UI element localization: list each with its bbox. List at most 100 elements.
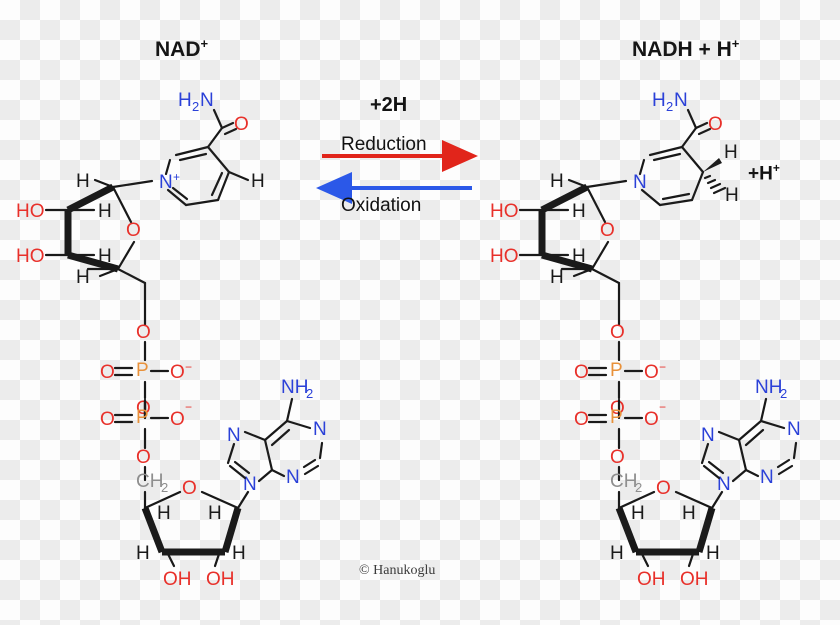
phosphate2-anion-oxygen: O [644,409,659,430]
left-nicotinamide-ribose: O H HO H HO H [16,171,154,327]
adenine-n7-label: N [227,425,241,446]
c4-hydrogen-down-label: H [725,185,739,206]
adenine-amine-label: NH [755,377,782,398]
phosphate2-anion-oxygen: O [170,409,185,430]
ribose-h4-label: H [550,267,564,288]
adenine-n1-label: N [787,419,801,440]
adenosine-h3-label: H [136,543,150,564]
adenine-n3-label: N [760,467,774,488]
phosphate2-ester-oxygen: O [610,447,625,468]
adenosine-h4-label: H [157,503,171,524]
methylene-label: CH [136,471,163,492]
pyridinium-nitrogen-label: N [159,172,173,193]
phosphate1-double-oxygen: O [100,362,115,383]
bridging-oxygen: O [610,398,625,419]
methylene-label: CH [610,471,637,492]
ribose-ho2-label: HO [490,201,519,222]
left-adenine: N N N N NH [226,377,327,495]
right-adenosine-ribose: CH 2 O H H H H OH OH [610,471,724,590]
right-nicotinamide-ribose: O H HO H HO H H [490,171,628,327]
nad-plus-title: NAD+ [155,36,208,62]
methylene-sub: 2 [161,480,168,495]
hydrogen-added-label: +2H [370,94,408,116]
adenosine-oh3-label: OH [637,569,666,590]
adenine-amine-sub: 2 [306,386,313,401]
phosphate1-anion-charge: − [185,360,192,374]
right-dihydropyridine-ring: N H H [633,142,739,207]
ribose-h3-label: H [98,246,112,267]
adenosine-h1-label: H [682,503,696,524]
adenosine-ring-oxygen: O [656,478,671,499]
amide-nitrogen-sub: 2 [666,99,673,114]
nad-title-text: NAD [155,38,201,61]
amide-nitrogen-symbol: N [674,90,688,111]
adenosine-h3-label: H [610,543,624,564]
bridging-oxygen: O [136,398,151,419]
methylene-sub: 2 [635,480,642,495]
right-adenine: N N N N NH 2 [700,377,801,495]
phosphate2-anion-charge: − [659,400,666,414]
adenosine-oh3-label: OH [163,569,192,590]
phosphate2-anion-charge: − [185,400,192,414]
ribose-ring-oxygen-label: O [126,220,141,241]
phosphate1-anion-charge: − [659,360,666,374]
phosphorus-2-label: P [610,407,623,428]
ribose-h2-label: H [98,201,112,222]
nad-title-charge: + [200,36,209,51]
left-adenosine-ribose: CH 2 O H H H H OH OH [136,471,250,590]
phosphate1-anion-oxygen: O [170,362,185,383]
c4-hydrogen-label: H [251,171,265,192]
left-carboxamide: H 2 N O [178,90,249,149]
nadh-title-charge: + [731,36,740,51]
carbonyl-oxygen-label: O [234,114,249,135]
adenosine-ring-oxygen: O [182,478,197,499]
phosphate1-ester-oxygen: O [610,322,625,343]
product-proton-text: +H [748,163,773,185]
amide-nitrogen-symbol: N [200,90,214,111]
adenine-amine-label: NH [281,377,308,398]
right-carboxamide: H 2 N O [652,90,723,149]
phosphorus-1-label: P [610,360,623,381]
oxidation-label: Oxidation [341,195,422,216]
nadh-title-text: NADH + H [632,38,732,61]
phosphate2-double-oxygen: O [574,409,589,430]
ribose-ho3-label: HO [16,246,45,267]
ribose-ho2-label: HO [16,201,45,222]
nadh-title: NADH + H+ [632,36,739,62]
amide-nitrogen-sub: 2 [192,99,199,114]
adenosine-h4-label: H [631,503,645,524]
product-proton-charge: + [772,161,780,175]
adenosine-oh2-label: OH [206,569,235,590]
adenosine-h1-label: H [208,503,222,524]
ribose-h4-label: H [76,267,90,288]
left-molecule-nad-plus: H 2 N O N + [16,90,327,590]
ribose-h1-label: H [550,171,564,192]
adenine-n3-label: N [286,467,300,488]
adenine-n9-label: N [243,474,257,495]
phosphate1-double-oxygen: O [574,362,589,383]
adenosine-h2-label: H [232,543,246,564]
left-pyrophosphate: O P O O − O P O [100,322,192,482]
left-pyridinium-ring: N + H [159,145,265,207]
ribose-h2-label: H [572,201,586,222]
phosphate2-double-oxygen: O [100,409,115,430]
copyright-credit: © Hanukoglu [359,563,436,578]
ribose-h1-label: H [76,171,90,192]
ribose-h3-label: H [572,246,586,267]
adenine-n7-label: N [701,425,715,446]
reduction-label: Reduction [341,134,427,155]
adenine-n1-label: N [313,419,327,440]
adenosine-oh2-label: OH [680,569,709,590]
right-molecule-nadh: H 2 N O N H [490,90,801,590]
ribose-ho3-label: HO [490,246,519,267]
adenosine-h2-label: H [706,543,720,564]
phosphorus-1-label: P [136,360,149,381]
phosphate2-ester-oxygen: O [136,447,151,468]
c4-hash-bond [703,174,727,195]
amide-nitrogen-label: H [178,90,192,111]
phosphate1-anion-oxygen: O [644,362,659,383]
c4-wedge-bond [703,158,722,172]
pyridinium-charge: + [173,170,180,184]
